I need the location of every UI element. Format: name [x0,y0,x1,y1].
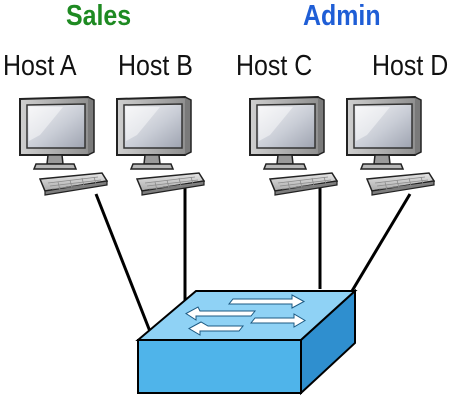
host-a-icon [19,96,108,196]
link-host-a [94,193,153,335]
host-b-icon [116,96,205,196]
group-label-sales: Sales [66,0,132,32]
host-c-icon [249,96,338,196]
links [94,188,412,335]
host-label-b: Host B [118,50,193,82]
group-label-admin: Admin [303,0,381,32]
host-label-d: Host D [372,50,449,82]
host-label-c: Host C [236,50,313,82]
host-label-a: Host A [3,50,77,82]
host-d-icon [346,96,435,196]
switch-icon [135,288,358,396]
link-host-d [350,193,412,292]
